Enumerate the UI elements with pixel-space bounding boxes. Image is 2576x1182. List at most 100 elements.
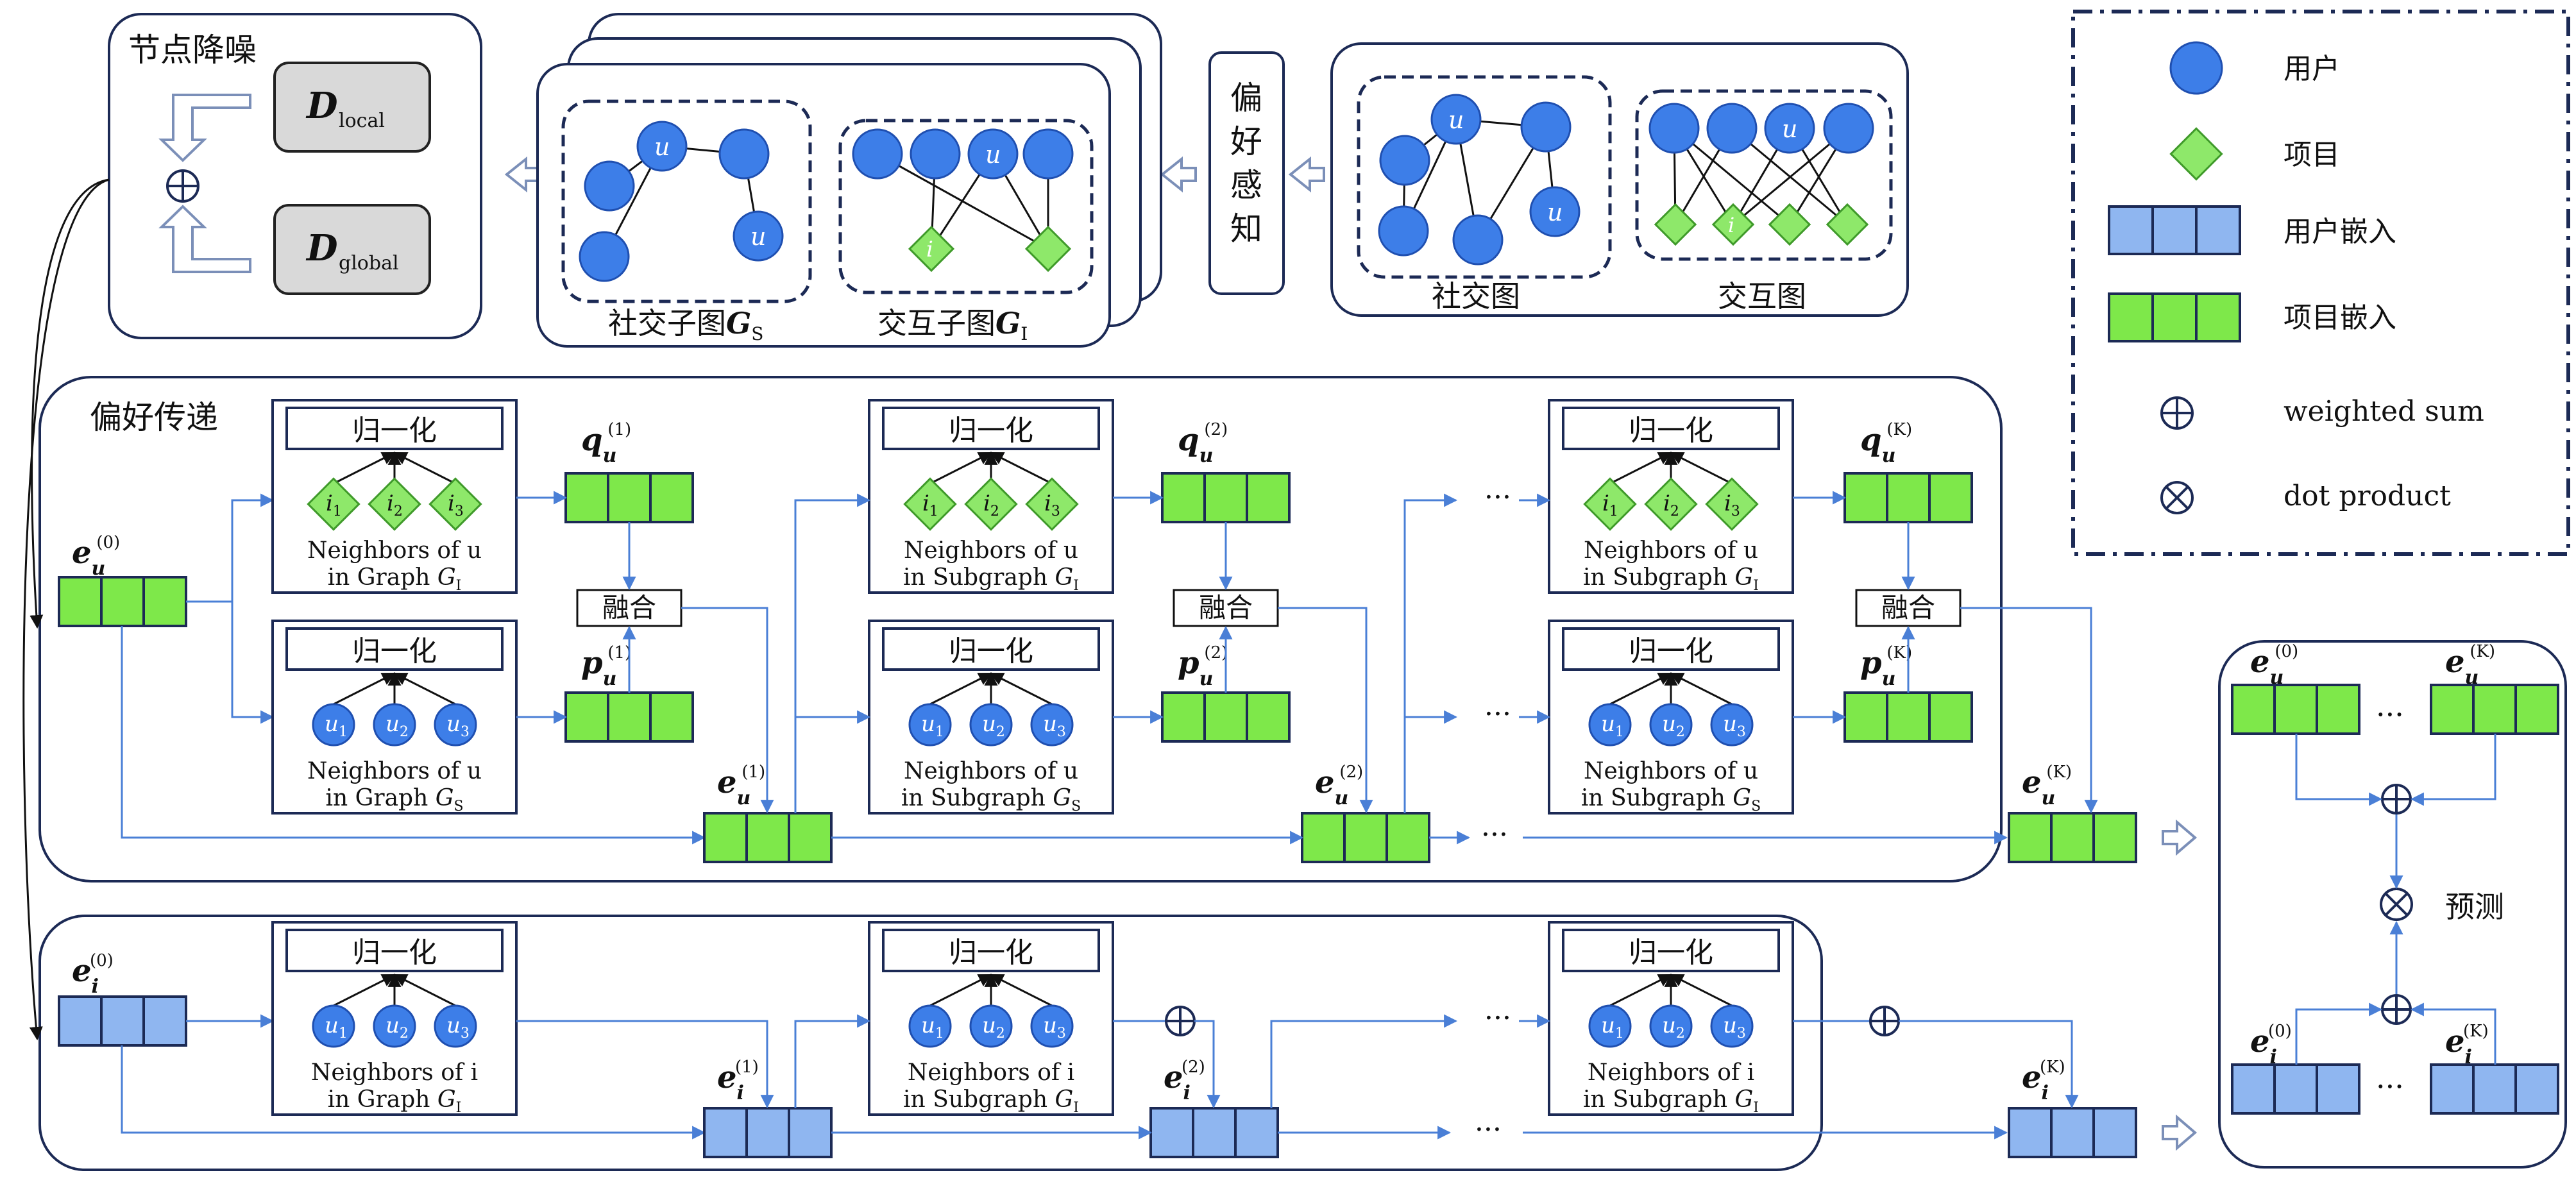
- neighbors-label: Neighbors of i: [311, 1060, 478, 1086]
- symbol-sub: u: [92, 557, 106, 580]
- arrow-line: [231, 493, 275, 602]
- graph-sub: I: [1073, 1100, 1079, 1116]
- embedding-cell-group: [2231, 1063, 2360, 1115]
- graph-label: in Subgraph GI: [1583, 1086, 1759, 1116]
- user-node: [1520, 101, 1572, 153]
- graph-word: in Subgraph: [901, 785, 1053, 811]
- user-node: [1529, 186, 1580, 237]
- embedding-symbol: eu(0): [72, 533, 120, 580]
- item-node: [1826, 203, 1869, 246]
- node-label: u2: [386, 711, 409, 740]
- global-arrow-icon: [158, 205, 251, 273]
- node-label: u1: [921, 1013, 944, 1042]
- node-label: i2: [983, 491, 999, 519]
- embedding-symbol: pu(K): [1860, 643, 1912, 690]
- legend-user-embedding-icon: [2108, 205, 2241, 255]
- symbol-base: q: [1860, 422, 1882, 458]
- symbol-sup: (K): [2463, 1022, 2489, 1041]
- weighted-sum-icon: [1869, 1006, 1900, 1036]
- arrow-line: [393, 974, 456, 1007]
- d-local-box: [273, 62, 431, 153]
- node-label-base: u: [1723, 711, 1737, 737]
- fuse-label: 融合: [1199, 592, 1253, 623]
- embedding-cell-group: [2008, 1107, 2137, 1158]
- social-graph-label: 社交图: [1432, 279, 1520, 314]
- symbol-sup: (0): [2275, 642, 2298, 661]
- node-label-base: u: [1601, 1013, 1615, 1038]
- embedding-symbol: eu(K): [2445, 642, 2495, 689]
- symbol-sup: (K): [2470, 642, 2495, 661]
- node-label-sub: 2: [400, 1026, 409, 1042]
- embedding-cell-group: [1301, 812, 1430, 863]
- weighted-sum-icon: [1165, 1006, 1196, 1036]
- user-node: [969, 1004, 1013, 1048]
- node-label: i1: [1602, 491, 1618, 519]
- user-node: [1588, 1004, 1632, 1048]
- user-node: [852, 128, 903, 180]
- fuse-box: [1173, 589, 1279, 627]
- node-denoise-title: 节点降噪: [128, 31, 257, 69]
- symbol-sup: (2): [1204, 643, 1228, 663]
- embedding-symbol: pu(1): [581, 643, 631, 690]
- graph-sub: S: [1751, 798, 1761, 815]
- symbol-base: e: [72, 535, 92, 571]
- graph-g: G: [1055, 1086, 1073, 1113]
- graph-label: in Subgraph GI: [1583, 564, 1759, 594]
- user-node: [434, 703, 477, 747]
- symbol-base: e: [2445, 1024, 2465, 1060]
- arrow-line: [990, 672, 1053, 705]
- embedding-symbol: ei(0): [72, 951, 114, 998]
- fuse-box: [576, 589, 682, 627]
- node-label: u2: [1662, 711, 1685, 740]
- input-graphs-panel: u u 社交图 u i 交互图: [1330, 42, 1909, 317]
- user-node: [312, 703, 355, 747]
- arrow-line: [990, 452, 1053, 485]
- node-label-sub: 1: [1609, 503, 1618, 519]
- embedding-cell-group: [703, 1107, 833, 1158]
- node-label-sub: 2: [990, 503, 999, 519]
- graph-label: in Graph GI: [328, 564, 462, 594]
- weighted-sum-icon: [2381, 994, 2412, 1025]
- node-label: i2: [387, 491, 403, 519]
- ellipsis: ···: [1484, 698, 1511, 730]
- symbol-base: e: [717, 764, 737, 800]
- graph-label: in Subgraph GI: [903, 564, 1079, 594]
- symbol-sub: i: [2042, 1082, 2049, 1104]
- node-label-sub: 3: [461, 724, 470, 740]
- neighbors-label: Neighbors of u: [307, 537, 482, 564]
- node-label-base: u: [325, 1013, 339, 1038]
- symbol-base: e: [2445, 644, 2465, 680]
- item-node: [1705, 477, 1759, 531]
- arrow-line: [2410, 734, 2496, 806]
- ellipsis: ···: [1484, 1002, 1511, 1034]
- symbol-sup: (1): [607, 643, 631, 663]
- node-label-sub: 2: [1676, 724, 1685, 740]
- user-node: [579, 231, 630, 282]
- legend-dot-product-icon: [2160, 481, 2194, 514]
- symbol-sub: i: [1183, 1082, 1191, 1104]
- embedding-cell-group: [1161, 691, 1291, 743]
- user-node: [584, 160, 635, 212]
- node-label-sub: 1: [333, 503, 342, 519]
- item-embedding: [1301, 812, 1430, 863]
- graph-g: G: [436, 785, 454, 811]
- hollow-arrow-icon: [504, 156, 541, 193]
- user-node: [718, 128, 770, 180]
- node-label-base: u: [325, 711, 339, 737]
- item-node: [908, 225, 955, 273]
- node-label-sub: 3: [1051, 503, 1060, 519]
- embedding-cell-group: [1843, 691, 1973, 743]
- social-subgraph-label: 社交子图GS: [608, 306, 763, 344]
- interaction-graph-label: 交互图: [1718, 279, 1806, 314]
- item-node: [1711, 203, 1755, 246]
- embedding-cell-group: [1843, 472, 1973, 523]
- legend: 用户 项目 用户嵌入 项目嵌入 weighted sum dot product: [2071, 10, 2570, 556]
- symbol-base: p: [581, 645, 603, 681]
- legend-dot-product-label: dot product: [2284, 480, 2451, 512]
- item-embedding: [703, 812, 833, 863]
- arrow-line: [1670, 974, 1733, 1007]
- dot-product-icon: [2380, 888, 2413, 921]
- normalize-box: [1562, 929, 1780, 972]
- arrow-line: [1670, 452, 1733, 485]
